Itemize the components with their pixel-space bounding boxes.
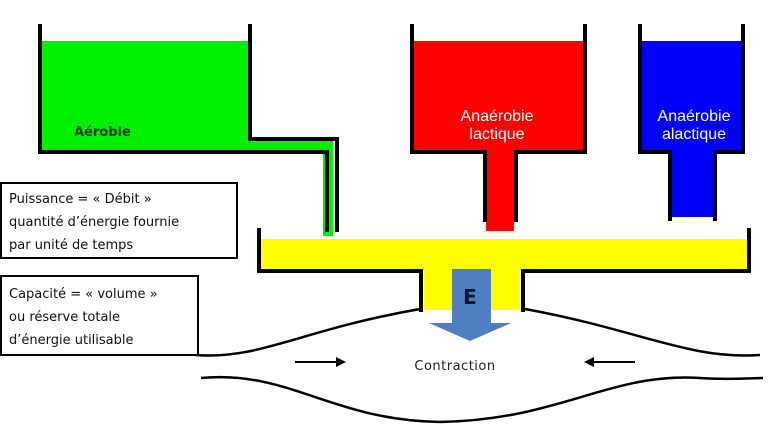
aerobic-wall bbox=[38, 24, 329, 232]
capacity-box-frame bbox=[0, 275, 199, 356]
lactic-label-line2: lactique bbox=[469, 126, 524, 143]
capacity-box-line2: ou réserve totale bbox=[9, 310, 120, 325]
muscle-bottom-outline bbox=[200, 375, 764, 424]
lactic-fluid bbox=[413, 41, 583, 151]
capacity-box-line1: Capacité = « volume » bbox=[9, 287, 158, 302]
power-box-line1: Puissance = « Débit » bbox=[9, 192, 152, 207]
aerobic-reservoir: Aérobie bbox=[38, 24, 339, 236]
aerobic-wall-right bbox=[248, 24, 339, 232]
power-definition-box: Puissance = « Débit » quantité d’énergie… bbox=[0, 182, 238, 259]
lactic-outlet-fluid bbox=[486, 151, 514, 231]
aerobic-label: Aérobie bbox=[74, 125, 131, 140]
lactic-label-line1: Anaérobie bbox=[461, 108, 534, 125]
capacity-box-line3: d’énergie utilisable bbox=[9, 333, 134, 348]
common-reservoir-fluid bbox=[261, 239, 747, 270]
capacity-definition-box: Capacité = « volume » ou réserve totale … bbox=[0, 275, 199, 356]
alactic-fluid bbox=[642, 41, 741, 151]
alactic-wall bbox=[638, 24, 745, 221]
energy-arrow-shape bbox=[429, 269, 511, 341]
lactic-wall bbox=[410, 24, 587, 222]
energy-arrow: E bbox=[429, 269, 511, 341]
power-box-line3: par unité de temps bbox=[9, 238, 133, 253]
contraction-label: Contraction bbox=[414, 359, 495, 374]
arrow-left-icon bbox=[584, 357, 635, 367]
power-box-line2: quantité d’énergie fournie bbox=[9, 215, 179, 230]
arrow-right-icon bbox=[295, 357, 346, 367]
alactic-outlet-fluid bbox=[672, 151, 714, 217]
common-reservoir-wall bbox=[257, 228, 751, 312]
alactic-label-line1: Anaérobie bbox=[658, 108, 731, 125]
common-reservoir bbox=[257, 228, 751, 312]
aerobic-pipe-horizontal bbox=[249, 140, 332, 152]
alactic-reservoir: Anaérobie alactique bbox=[638, 24, 745, 221]
energy-label: E bbox=[463, 285, 477, 309]
power-box-frame bbox=[0, 182, 238, 259]
alactic-label-line2: alactique bbox=[662, 126, 726, 143]
muscle-top-outline bbox=[194, 307, 761, 357]
lactic-reservoir: Anaérobie lactique bbox=[410, 24, 587, 231]
aerobic-fluid bbox=[41, 41, 249, 152]
muscle: Contraction bbox=[194, 307, 764, 424]
